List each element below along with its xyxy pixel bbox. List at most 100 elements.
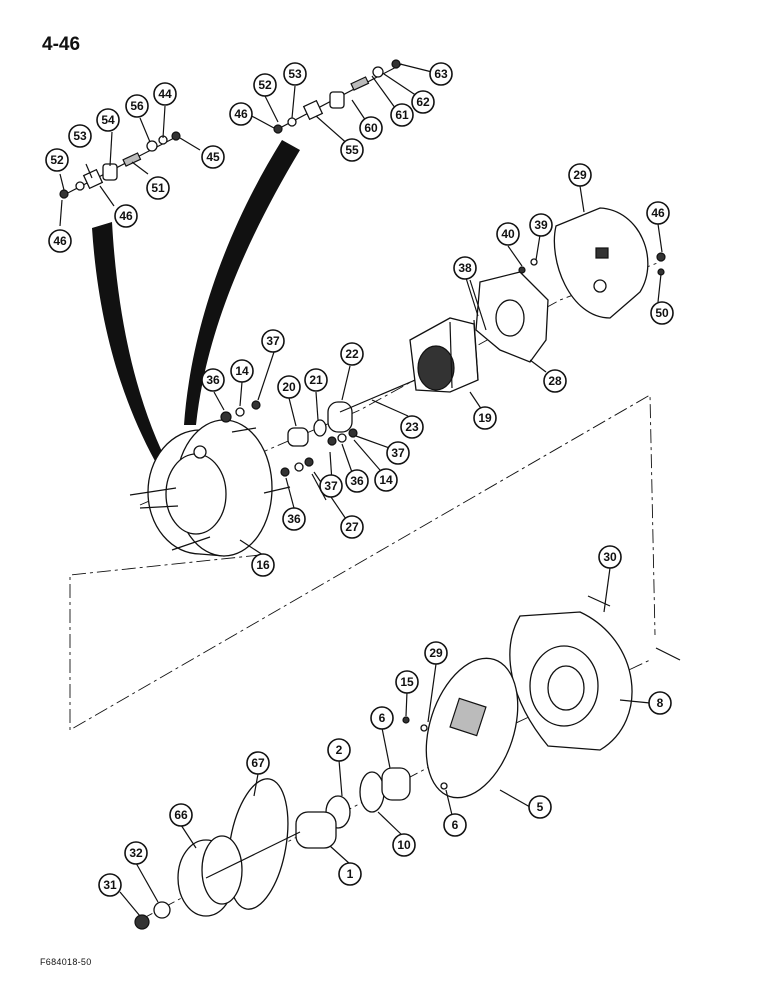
callout-63: 63 bbox=[429, 62, 453, 86]
svg-text:20: 20 bbox=[282, 380, 296, 394]
svg-text:21: 21 bbox=[309, 373, 323, 387]
callout-14: 14 bbox=[230, 359, 254, 383]
svg-text:53: 53 bbox=[73, 129, 87, 143]
callout-6: 6 bbox=[443, 813, 467, 837]
svg-text:29: 29 bbox=[573, 168, 587, 182]
brush-holder-inset-center bbox=[273, 59, 403, 134]
drive-assembly bbox=[134, 778, 301, 930]
callout-67: 67 bbox=[246, 751, 270, 775]
callout-21: 21 bbox=[304, 368, 328, 392]
svg-text:28: 28 bbox=[548, 374, 562, 388]
rear-plate bbox=[475, 271, 549, 363]
svg-text:16: 16 bbox=[256, 558, 270, 572]
callout-19: 19 bbox=[473, 406, 497, 430]
svg-text:32: 32 bbox=[129, 846, 143, 860]
callout-30: 29 bbox=[424, 641, 448, 665]
callout-2: 2 bbox=[327, 738, 351, 762]
callout-60: 60 bbox=[359, 116, 383, 140]
svg-text:23: 23 bbox=[405, 420, 419, 434]
assembly-axis-lines bbox=[69, 261, 661, 921]
callout-44: 44 bbox=[153, 82, 177, 106]
callout-8: 6 bbox=[370, 706, 394, 730]
svg-text:44: 44 bbox=[158, 87, 172, 101]
callout-38: 38 bbox=[453, 256, 477, 280]
svg-text:19: 19 bbox=[478, 411, 492, 425]
svg-text:46: 46 bbox=[234, 107, 248, 121]
end-plate bbox=[402, 657, 519, 799]
callout-62: 62 bbox=[411, 90, 435, 114]
callout-36: 36 bbox=[345, 469, 369, 493]
callout-27: 27 bbox=[340, 515, 364, 539]
callout-50: 50 bbox=[650, 301, 674, 325]
callout-22: 22 bbox=[340, 342, 364, 366]
callout-56: 56 bbox=[125, 94, 149, 118]
page-number: 4-46 bbox=[42, 34, 81, 55]
svg-text:37: 37 bbox=[266, 334, 280, 348]
svg-text:29: 29 bbox=[429, 646, 443, 660]
callout-16: 16 bbox=[251, 553, 275, 577]
callout-52: 53 bbox=[68, 124, 92, 148]
svg-text:46: 46 bbox=[53, 234, 67, 248]
svg-text:36: 36 bbox=[287, 512, 301, 526]
svg-text:52: 52 bbox=[50, 153, 64, 167]
svg-text:40: 40 bbox=[501, 227, 515, 241]
callout-37: 37 bbox=[261, 329, 285, 353]
svg-text:67: 67 bbox=[251, 756, 265, 770]
svg-text:56: 56 bbox=[130, 99, 144, 113]
callout-5: 5 bbox=[528, 795, 552, 819]
callout-33: 32 bbox=[124, 841, 148, 865]
svg-text:46: 46 bbox=[119, 209, 133, 223]
svg-text:27: 27 bbox=[345, 520, 359, 534]
callout-28: 28 bbox=[543, 369, 567, 393]
bearing-stack bbox=[295, 767, 411, 849]
svg-text:61: 61 bbox=[395, 108, 409, 122]
callout-51: 52 bbox=[45, 148, 69, 172]
svg-text:31: 31 bbox=[103, 878, 117, 892]
svg-text:10: 10 bbox=[397, 838, 411, 852]
svg-text:37: 37 bbox=[324, 479, 338, 493]
callout-31: 30 bbox=[598, 545, 622, 569]
svg-text:52: 52 bbox=[258, 78, 272, 92]
svg-text:14: 14 bbox=[235, 364, 249, 378]
callout-52: 53 bbox=[283, 62, 307, 86]
svg-text:6: 6 bbox=[452, 818, 459, 832]
callout-36: 36 bbox=[282, 507, 306, 531]
svg-text:39: 39 bbox=[534, 218, 548, 232]
callouts: 63 62 61 60 55 53 52 46 44 56 54 53 52 4… bbox=[45, 62, 674, 917]
svg-text:14: 14 bbox=[379, 473, 393, 487]
inset-sweep-arrows bbox=[92, 140, 300, 470]
callout-14: 14 bbox=[374, 468, 398, 492]
svg-text:66: 66 bbox=[174, 808, 188, 822]
svg-text:6: 6 bbox=[379, 711, 386, 725]
callout-39: 39 bbox=[529, 213, 553, 237]
figure-code: F684018-50 bbox=[40, 957, 92, 967]
svg-text:55: 55 bbox=[345, 143, 359, 157]
callout-66: 66 bbox=[169, 803, 193, 827]
svg-text:60: 60 bbox=[364, 121, 378, 135]
callout-45: 45 bbox=[201, 145, 225, 169]
callout-40: 40 bbox=[496, 222, 520, 246]
callout-32: 31 bbox=[98, 873, 122, 897]
svg-text:5: 5 bbox=[537, 800, 544, 814]
svg-text:37: 37 bbox=[391, 446, 405, 460]
callout-15: 15 bbox=[395, 670, 419, 694]
rotor bbox=[339, 317, 479, 413]
callout-9: 8 bbox=[648, 691, 672, 715]
callout-36: 36 bbox=[201, 368, 225, 392]
callout-54: 54 bbox=[96, 108, 120, 132]
svg-text:62: 62 bbox=[416, 95, 430, 109]
svg-text:15: 15 bbox=[400, 675, 414, 689]
front-housing bbox=[509, 595, 681, 751]
svg-text:38: 38 bbox=[458, 261, 472, 275]
callout-10: 10 bbox=[392, 833, 416, 857]
callout-51: 52 bbox=[253, 73, 277, 97]
callout-55: 51 bbox=[146, 176, 170, 200]
svg-text:63: 63 bbox=[434, 67, 448, 81]
svg-text:46: 46 bbox=[651, 206, 665, 220]
svg-text:53: 53 bbox=[288, 67, 302, 81]
callout-53: 46 bbox=[114, 204, 138, 228]
svg-text:2: 2 bbox=[336, 743, 343, 757]
svg-text:22: 22 bbox=[345, 347, 359, 361]
svg-text:50: 50 bbox=[655, 306, 669, 320]
